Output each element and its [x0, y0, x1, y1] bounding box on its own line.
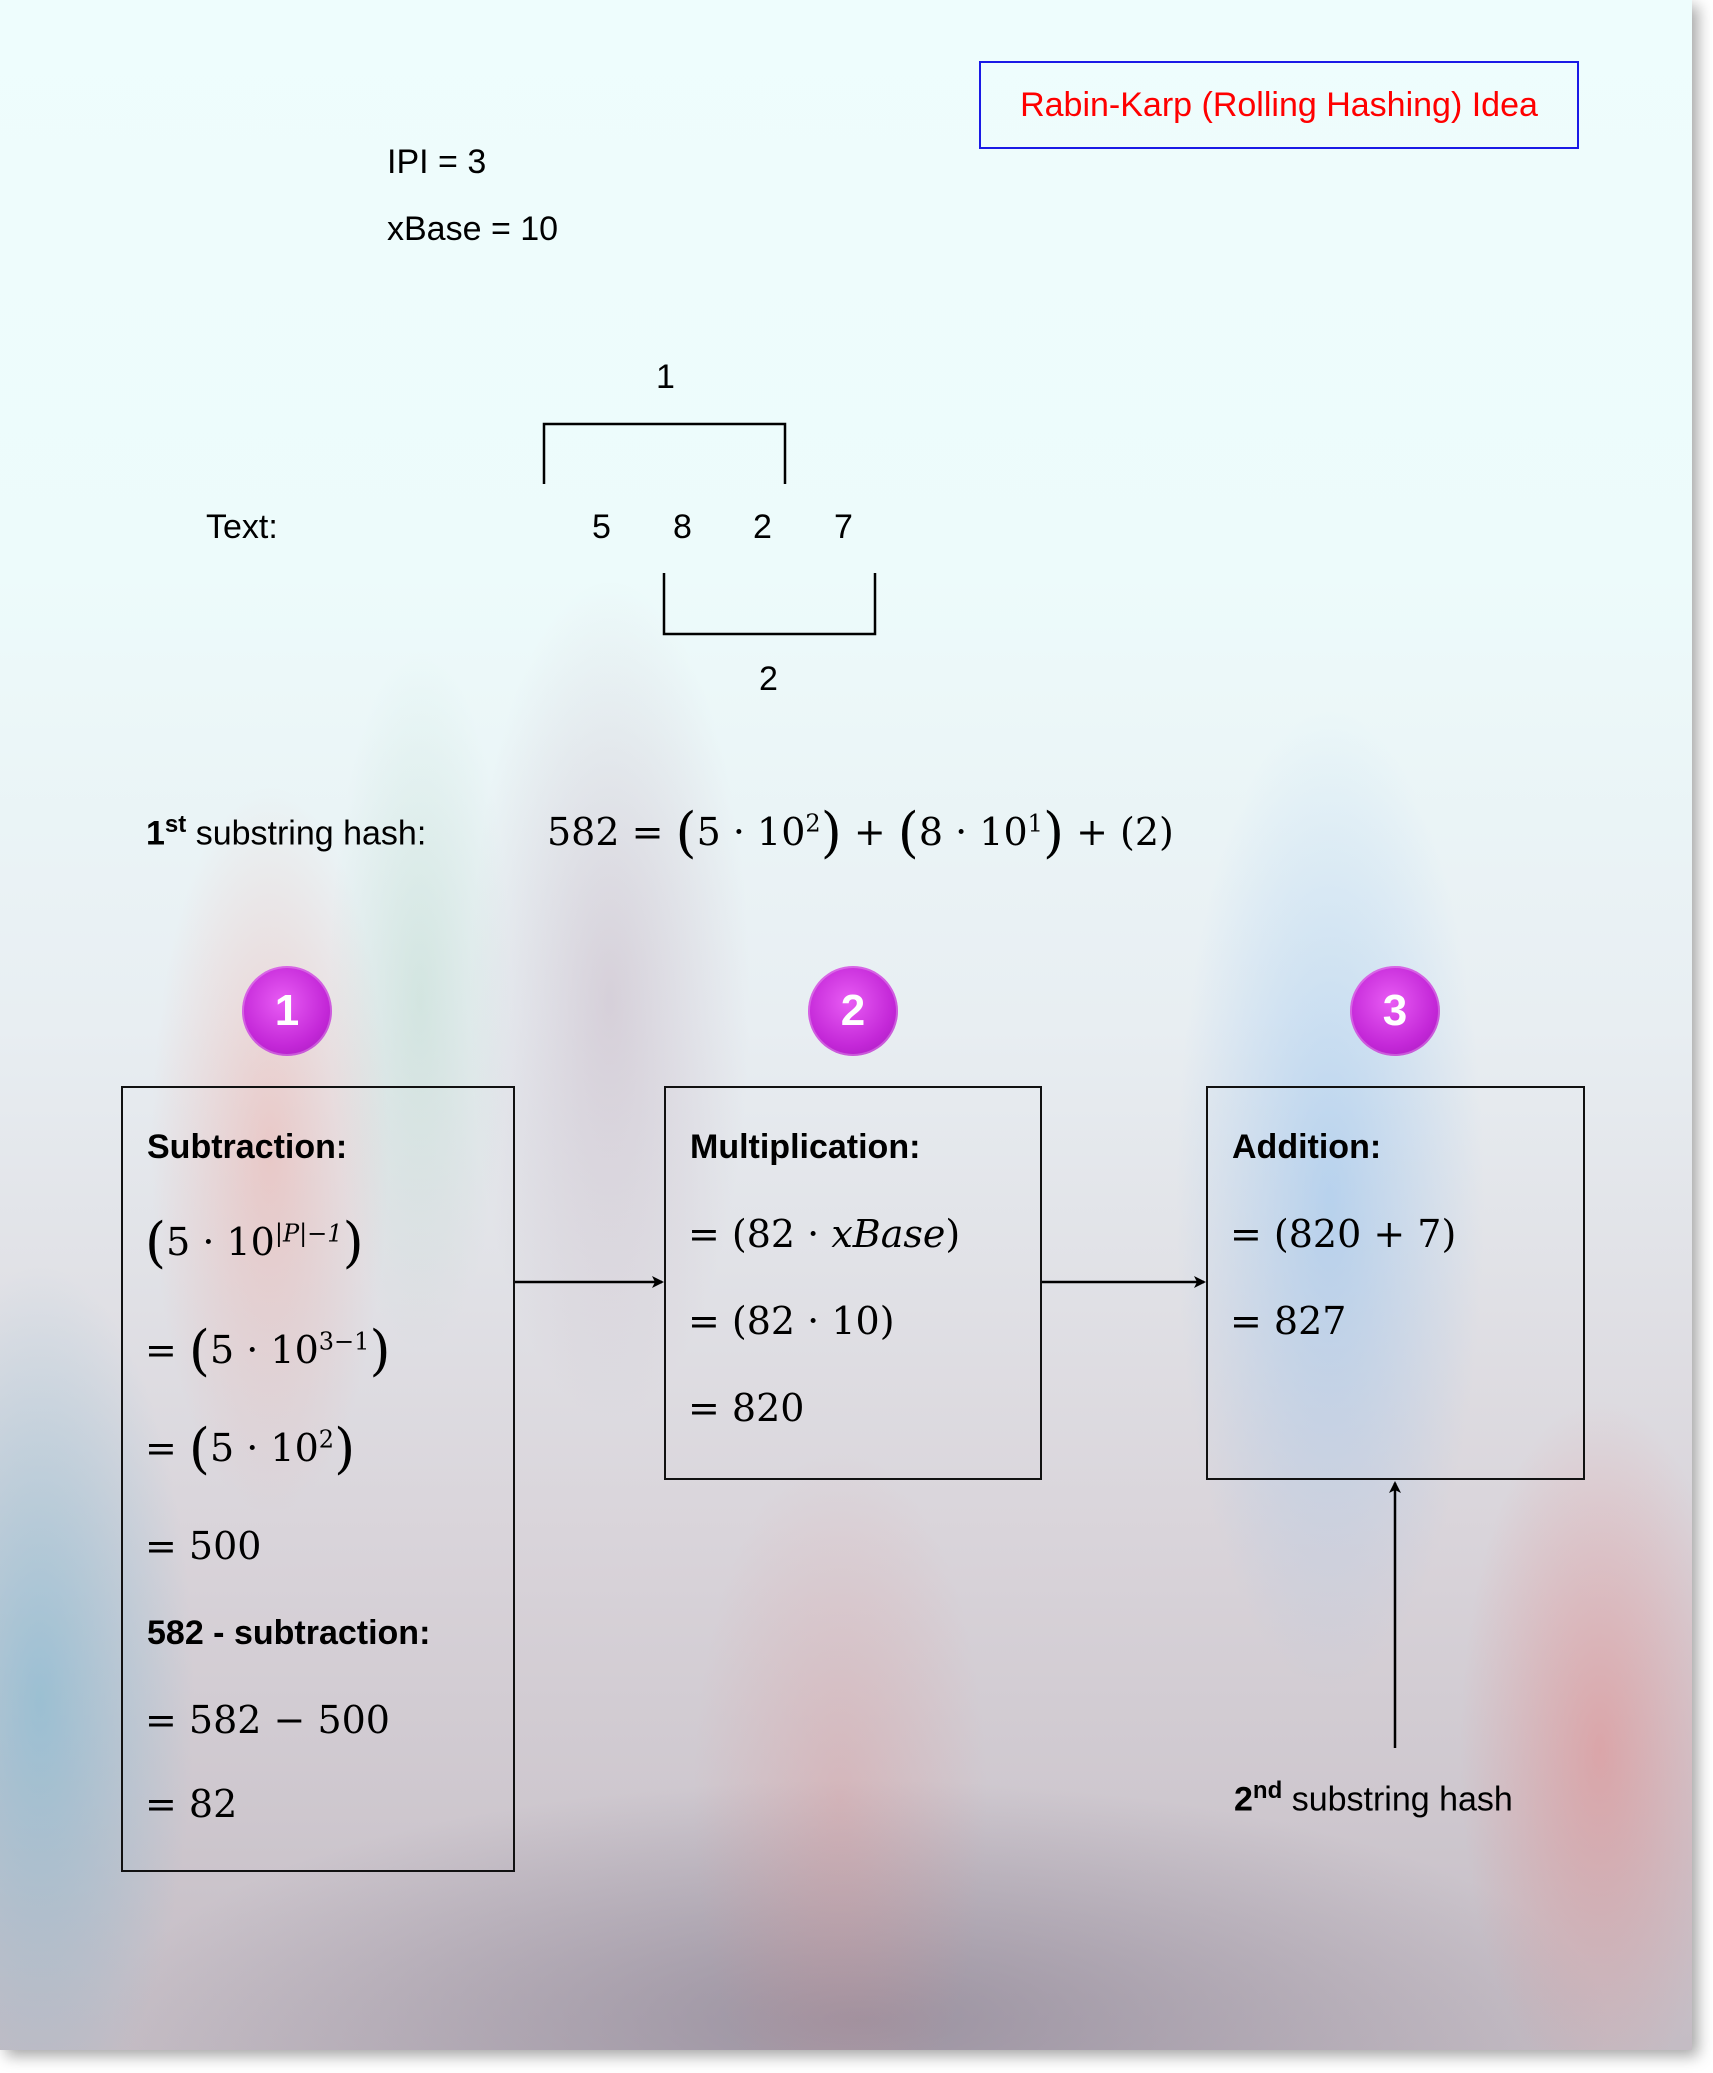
xbase-label: xBase = 10 [387, 210, 559, 248]
window-2-label: 2 [759, 660, 778, 698]
addition-line: = (820 + 7) [1230, 1212, 1457, 1256]
subtraction-line: = 500 [145, 1524, 262, 1568]
window-1-bracket [542, 422, 787, 484]
subtraction-line: = (5 · 103−1) [145, 1319, 391, 1382]
multiplication-line: = 820 [688, 1386, 805, 1430]
step-2-badge: 2 [808, 966, 898, 1056]
subtraction-subheading: 582 - subtraction: [147, 1614, 431, 1652]
window-1-label: 1 [656, 358, 675, 396]
multiplication-heading: Multiplication: [690, 1128, 921, 1166]
title-box: Rabin-Karp (Rolling Hashing) Idea [979, 61, 1579, 149]
multiplication-line: = (82 · 10) [688, 1299, 895, 1343]
multiplication-line: = (82 · xBase) [688, 1212, 961, 1256]
first-hash-label: 1st substring hash: [146, 811, 427, 853]
text-digit: 8 [673, 508, 692, 546]
window-2-bracket [662, 573, 877, 636]
subtraction-line: = 582 − 500 [145, 1698, 390, 1742]
step-1-badge: 1 [242, 966, 332, 1056]
first-hash-formula: 582 = (5 · 102) + (8 · 101) + (2) [547, 801, 1174, 864]
diagram-canvas: Rabin-Karp (Rolling Hashing) Idea IPI = … [0, 0, 1692, 2050]
addition-box: Addition: = (820 + 7) = 827 [1206, 1086, 1585, 1480]
step-3-badge: 3 [1350, 966, 1440, 1056]
second-hash-label: 2nd substring hash [1234, 1777, 1513, 1819]
text-digit: 7 [834, 508, 853, 546]
addition-heading: Addition: [1232, 1128, 1382, 1166]
addition-line: = 827 [1230, 1299, 1347, 1343]
text-digit: 5 [592, 508, 611, 546]
diagram-title: Rabin-Karp (Rolling Hashing) Idea [1020, 85, 1538, 124]
multiplication-box: Multiplication: = (82 · xBase) = (82 · 1… [664, 1086, 1042, 1480]
subtraction-line: (5 · 10|P|−1) [145, 1211, 364, 1274]
subtraction-box: Subtraction: (5 · 10|P|−1) = (5 · 103−1)… [121, 1086, 515, 1872]
text-digit: 2 [753, 508, 772, 546]
pattern-length-label: IPI = 3 [387, 143, 487, 181]
subtraction-line: = 82 [145, 1782, 238, 1826]
text-label: Text: [206, 508, 278, 546]
subtraction-heading: Subtraction: [147, 1128, 348, 1166]
connectors [515, 422, 1401, 1748]
subtraction-line: = (5 · 102) [145, 1417, 356, 1480]
